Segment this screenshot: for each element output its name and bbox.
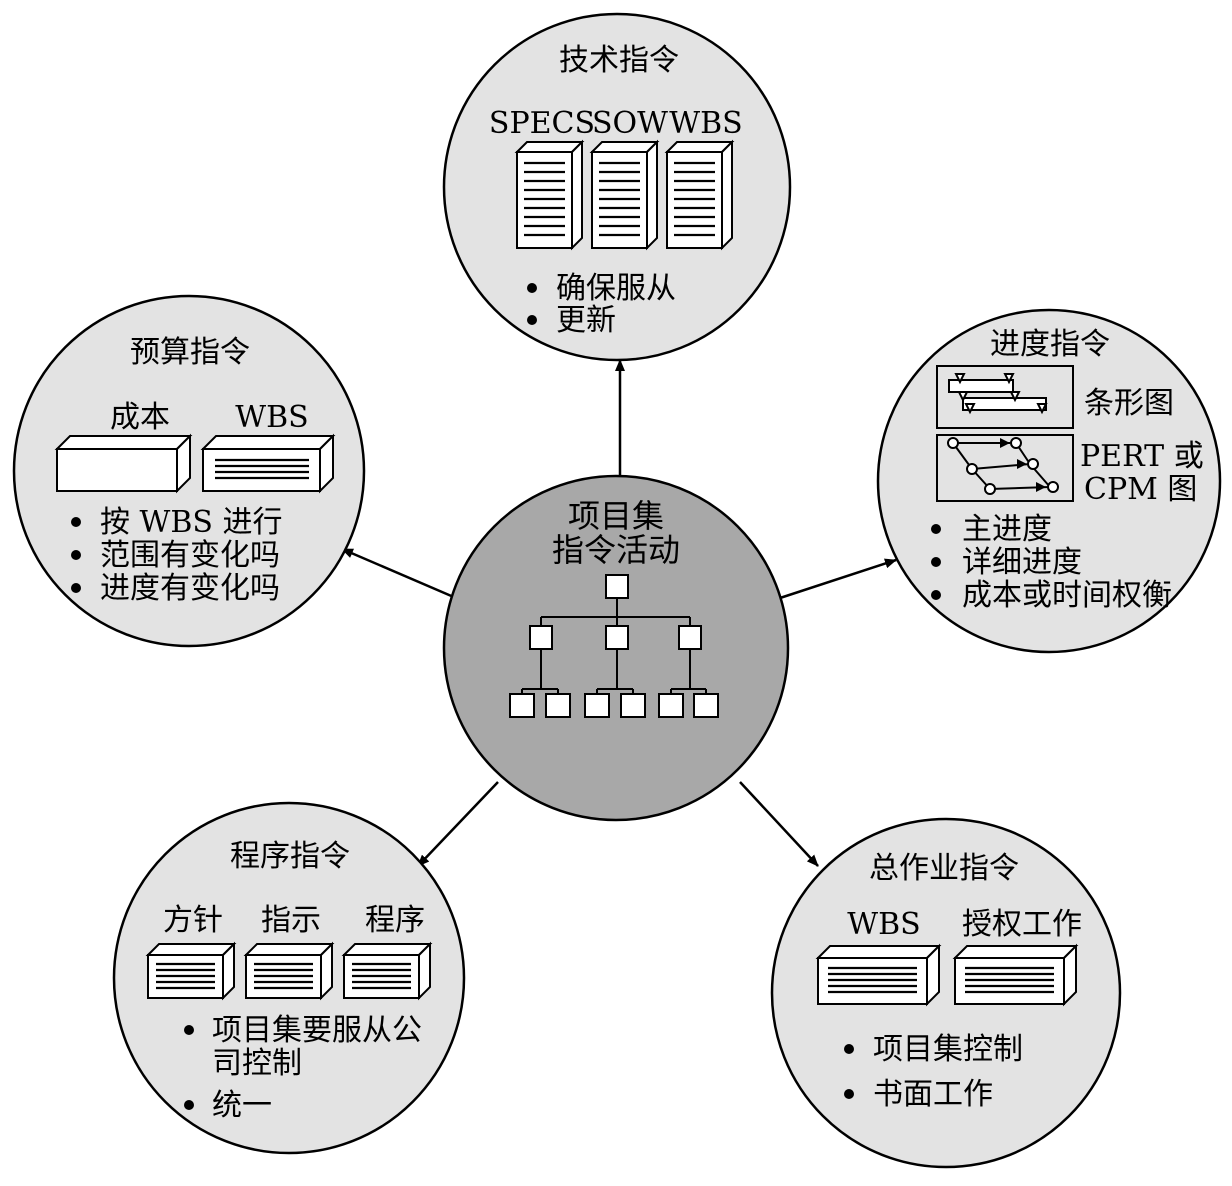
- work-box-label-wbs: WBS: [847, 907, 920, 942]
- cost-box-icon: [54, 433, 193, 494]
- bullet-dot: [71, 550, 81, 560]
- budget-title: 预算指令: [130, 335, 250, 370]
- work-wbs-box-icon: [815, 943, 942, 1007]
- wbs-box-icon: [200, 433, 336, 494]
- budget-bullet-2: 范围有变化吗: [100, 538, 280, 573]
- procedure-bullet-2: 统一: [212, 1088, 272, 1123]
- pert-network-icon: [936, 434, 1074, 502]
- budget-box-label-wbs: WBS: [235, 400, 308, 435]
- arrow-to-budget: [341, 547, 457, 600]
- center-node: 项目集 指令活动: [442, 474, 790, 822]
- procedure-title: 程序指令: [230, 839, 350, 874]
- procedure-bullet-1-line2: 司控制: [212, 1046, 302, 1081]
- schedule-title: 进度指令: [990, 327, 1110, 362]
- bullet-dot: [931, 590, 941, 600]
- bullet-dot: [931, 557, 941, 567]
- technical-doc-label-wbs: WBS: [669, 106, 742, 141]
- work-title: 总作业指令: [869, 851, 1019, 886]
- bullet-dot: [844, 1044, 854, 1054]
- connector-arrows: [341, 359, 897, 867]
- budget-box-label-cost: 成本: [110, 400, 170, 435]
- specs-document-icon: [514, 139, 585, 251]
- procedure-bullet-1-line1: 项目集要服从公: [212, 1013, 422, 1048]
- procedure-box-icon: [341, 941, 433, 1001]
- center-title-line1: 项目集: [568, 497, 664, 535]
- work-box-label-authorized: 授权工作: [962, 907, 1082, 942]
- bullet-dot: [184, 1100, 194, 1110]
- wbs-document-icon: [664, 139, 735, 251]
- authorized-work-box-icon: [952, 943, 1079, 1007]
- procedure-directive-node: 程序指令 方针 指示 程序 项目集要服从公 司控制 统一: [112, 801, 466, 1155]
- budget-bullet-3: 进度有变化吗: [100, 571, 280, 606]
- bullet-dot: [527, 315, 537, 325]
- pert-label-line1: PERT 或: [1080, 439, 1204, 474]
- work-bullet-1: 项目集控制: [873, 1032, 1023, 1067]
- pert-label-line2: CPM 图: [1084, 472, 1197, 507]
- schedule-bullet-1: 主进度: [962, 512, 1052, 547]
- policy-box-icon: [145, 941, 237, 1001]
- procedure-box-label-procedure: 程序: [365, 903, 425, 938]
- instruction-box-icon: [243, 941, 335, 1001]
- bullet-dot: [71, 517, 81, 527]
- work-directive-node: 总作业指令 WBS 授权工作 项目集控制 书面工作: [770, 817, 1122, 1169]
- schedule-directive-node: 进度指令 条形图: [876, 308, 1222, 654]
- sow-document-icon: [589, 139, 660, 251]
- org-chart-icon: [509, 574, 719, 718]
- technical-doc-label-sow: SOW: [592, 106, 668, 141]
- schedule-bullet-2: 详细进度: [962, 545, 1082, 580]
- bullet-dot: [931, 524, 941, 534]
- arrow-to-procedure: [417, 781, 499, 867]
- arrow-to-schedule: [779, 558, 897, 600]
- bullet-dot: [844, 1089, 854, 1099]
- schedule-bullet-3: 成本或时间权衡: [962, 578, 1172, 613]
- technical-directive-node: 技术指令 SPECS SOW WBS: [442, 12, 792, 362]
- procedure-box-label-policy: 方针: [163, 903, 223, 938]
- technical-title: 技术指令: [559, 43, 679, 78]
- arrow-to-work: [739, 781, 819, 867]
- bullet-dot: [184, 1025, 194, 1035]
- bar-chart-icon: [936, 365, 1074, 429]
- bullet-dot: [527, 283, 537, 293]
- work-bullet-2: 书面工作: [873, 1077, 993, 1112]
- budget-directive-node: 预算指令 成本 WBS 按 WBS 进行 范围有变化吗 进度有变化吗: [12, 294, 366, 648]
- bar-chart-label: 条形图: [1084, 386, 1174, 421]
- budget-bullet-1: 按 WBS 进行: [100, 505, 283, 540]
- technical-doc-label-specs: SPECS: [489, 106, 595, 141]
- center-title-line2: 指令活动: [552, 531, 680, 569]
- technical-bullet-1: 确保服从: [556, 271, 676, 306]
- document-stack-icon: [514, 139, 735, 251]
- procedure-box-label-instruction: 指示: [261, 903, 321, 938]
- bullet-dot: [71, 583, 81, 593]
- technical-bullet-2: 更新: [556, 303, 616, 338]
